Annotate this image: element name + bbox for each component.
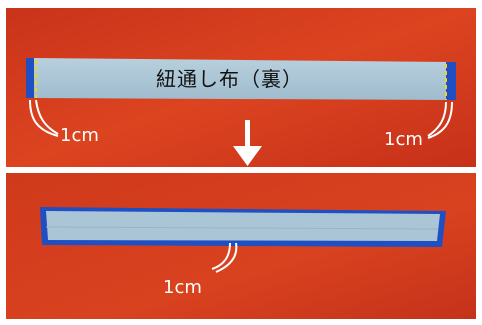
center-measure-label: 1cm [163, 277, 202, 298]
right-callout-curve-icon [427, 101, 453, 139]
left-measure-label: 1cm [60, 125, 99, 146]
left-binding [26, 58, 34, 98]
cloth-strip [30, 58, 452, 100]
center-callout-curve-icon [211, 242, 231, 270]
right-measure-label: 1cm [384, 129, 423, 150]
right-binding [446, 62, 456, 100]
bottom-photo-scene [6, 173, 476, 319]
finished-strip [46, 211, 440, 241]
top-photo-scene [6, 8, 476, 167]
top-photo: 紐通し布（裏） 1cm 1cm [6, 8, 476, 167]
bottom-photo: 1cm [6, 173, 476, 319]
left-callout-curve-icon [29, 99, 59, 137]
down-arrow-icon [233, 120, 262, 166]
cloth-label: 紐通し布（裏） [156, 67, 303, 91]
